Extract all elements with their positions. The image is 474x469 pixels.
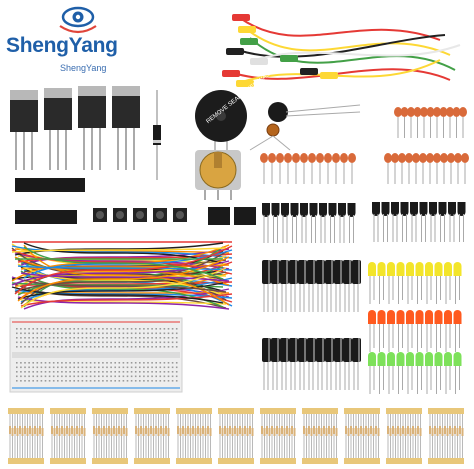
buzzer	[195, 90, 247, 155]
brand-name: ShengYang	[6, 34, 118, 57]
alligator-clips	[222, 14, 338, 87]
leds	[368, 262, 462, 394]
potentiometer	[195, 150, 241, 200]
jumper-wires	[11, 241, 233, 310]
brand-subtitle: ShengYang	[60, 63, 107, 73]
photoresistor	[249, 123, 291, 151]
eye-logo	[59, 6, 97, 34]
transistors	[262, 202, 466, 243]
brand-logo: ShengYang ShengYang	[0, 0, 170, 80]
alligator-clip-cables	[229, 17, 461, 83]
breadboard	[9, 317, 183, 393]
push-buttons	[93, 208, 187, 222]
diode	[153, 90, 161, 180]
ic-chips	[15, 178, 256, 225]
electrolytic-capacitors	[262, 260, 361, 390]
voltage-regulators	[10, 86, 140, 170]
ceramic-capacitors	[260, 107, 469, 184]
thermistor	[268, 102, 361, 122]
resistor-packs	[8, 408, 464, 464]
